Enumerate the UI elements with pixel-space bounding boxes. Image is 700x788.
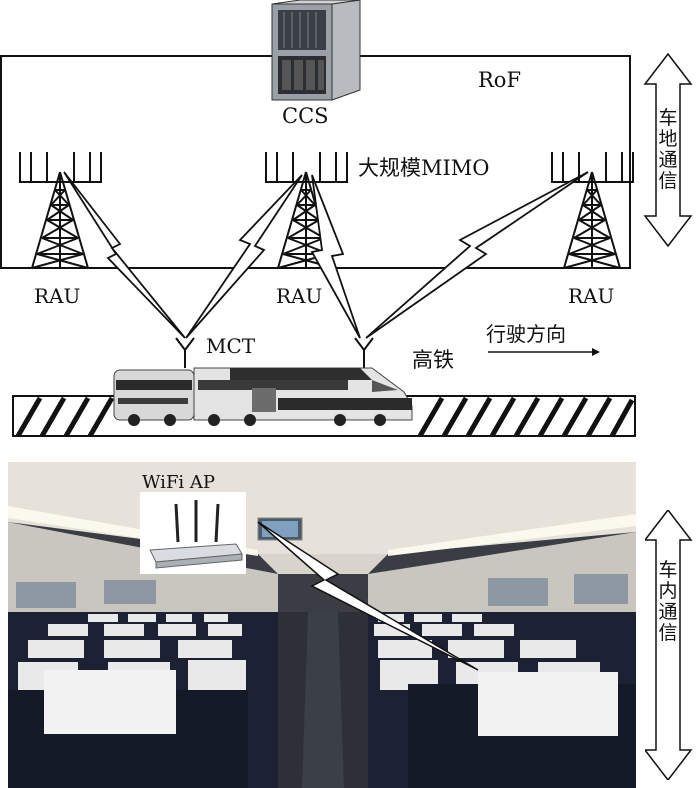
wireless-link-mid-to-mct2 [310, 174, 361, 339]
mct-antennas [175, 337, 374, 368]
mct-antenna-left [175, 337, 195, 368]
mct-antenna-right [354, 337, 374, 368]
rau-tower-left [19, 152, 102, 269]
ccs-server-icon [271, 0, 361, 101]
high-speed-train [113, 367, 413, 426]
wireless-link-wifi [257, 521, 479, 671]
wifi-router-icon [149, 500, 243, 569]
mct-label: MCT [206, 334, 256, 358]
rau-label-middle: RAU [276, 284, 323, 308]
wifi-ap-label: WiFi AP [142, 472, 216, 493]
rau-label-right: RAU [568, 284, 615, 308]
in-train-comm-label: 车内通信 [658, 559, 678, 644]
wireless-link-right [365, 171, 589, 339]
train-ground-comm-label: 车地通信 [658, 107, 678, 192]
wireless-link-mid-to-mct [185, 174, 303, 339]
rau-tower-right [551, 152, 634, 269]
rau-label-left: RAU [34, 284, 81, 308]
direction-arrow [488, 348, 600, 356]
wireless-link-left [63, 171, 186, 339]
wireless-links [63, 171, 589, 339]
train-ground-schematic [0, 0, 693, 438]
direction-label: 行驶方向 [486, 322, 566, 346]
high-speed-rail-label: 高铁 [412, 348, 454, 372]
ccs-label: CCS [282, 104, 329, 128]
rof-label: RoF [478, 68, 522, 92]
wifi-router-inset [140, 492, 246, 574]
train-interior-photo: WiFi AP [8, 462, 636, 788]
in-train-double-arrow [645, 510, 693, 780]
massive-mimo-label: 大规模MIMO [358, 156, 490, 180]
train-ground-double-arrow [643, 52, 693, 248]
